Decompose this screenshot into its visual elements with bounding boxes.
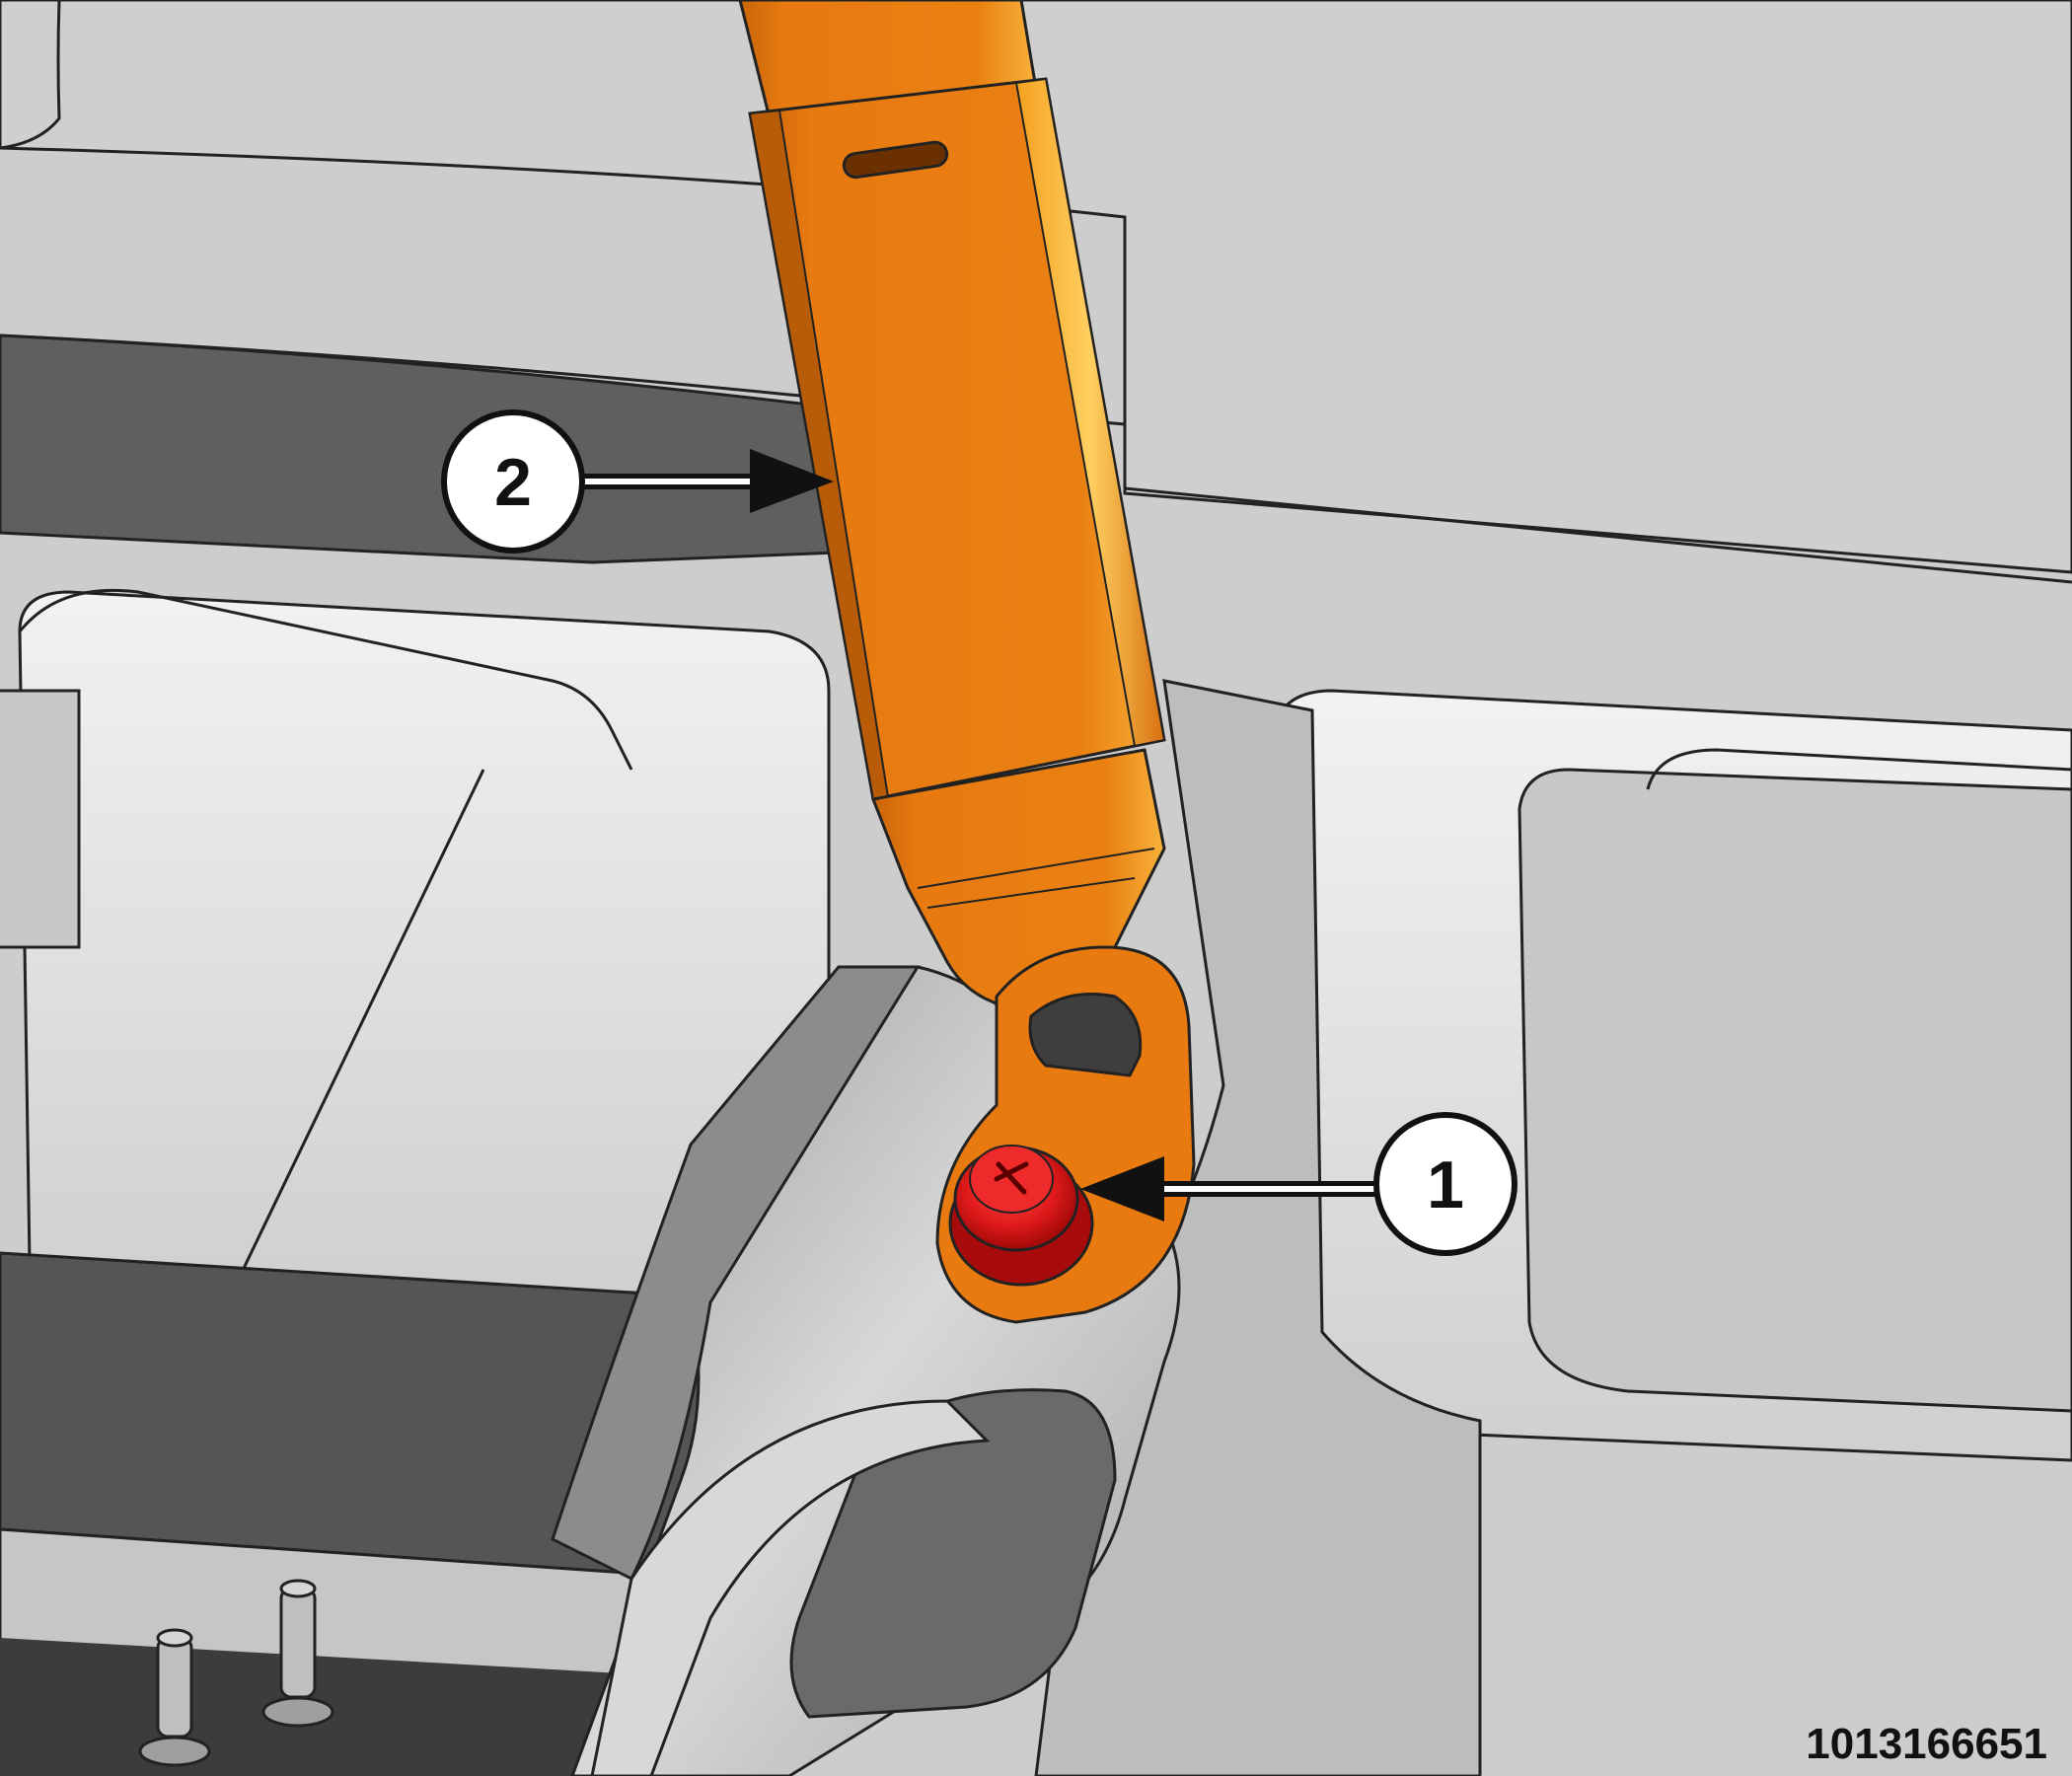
callout-2-circle <box>441 409 585 554</box>
seat-cushion-right-top-roll <box>1646 748 2072 790</box>
strap-slot <box>842 140 949 180</box>
seat-cushion-right-inner <box>1517 768 2072 1413</box>
upper-trim-right-edge <box>1124 486 2072 584</box>
callout-2-label: 2 <box>494 445 532 520</box>
seat-belt-anchor-bolt <box>948 1145 1094 1287</box>
dark-recess-upper <box>0 333 841 564</box>
callout-1-label: 1 <box>1427 1147 1464 1222</box>
seat-cushion-left-crease <box>235 769 485 1284</box>
reference-number: 1013166651 <box>1806 1720 2047 1768</box>
seat-belt-buckle-strap <box>738 0 1166 1008</box>
callout-1: 1 <box>1080 1112 1517 1256</box>
upper-trim-panel <box>0 0 2072 574</box>
seat-cushion-left-top-roll <box>18 588 633 771</box>
torx-recess-icon <box>994 1161 1029 1195</box>
seat-cushion-left-back-edge <box>0 689 81 949</box>
callout-2-arrowhead <box>750 449 834 513</box>
seat-frame-rail-handle-opening <box>789 1388 1117 1719</box>
seat-frame-rail-handle-bar <box>590 1399 991 1776</box>
push-pin-fastener-left <box>138 1628 211 1767</box>
callout-1-arrowhead <box>1080 1156 1164 1221</box>
anchor-plate-slot <box>1028 993 1143 1077</box>
strap-lower-tongue-fold <box>917 848 1155 909</box>
strap-sleeve-edge-highlight <box>1014 77 1166 748</box>
push-pin-fastener-right <box>261 1579 334 1728</box>
seat-support-leg <box>551 965 921 1582</box>
callout-1-circle <box>1373 1112 1517 1256</box>
callout-2: 2 <box>441 409 834 554</box>
upper-trim-edge <box>0 0 61 150</box>
